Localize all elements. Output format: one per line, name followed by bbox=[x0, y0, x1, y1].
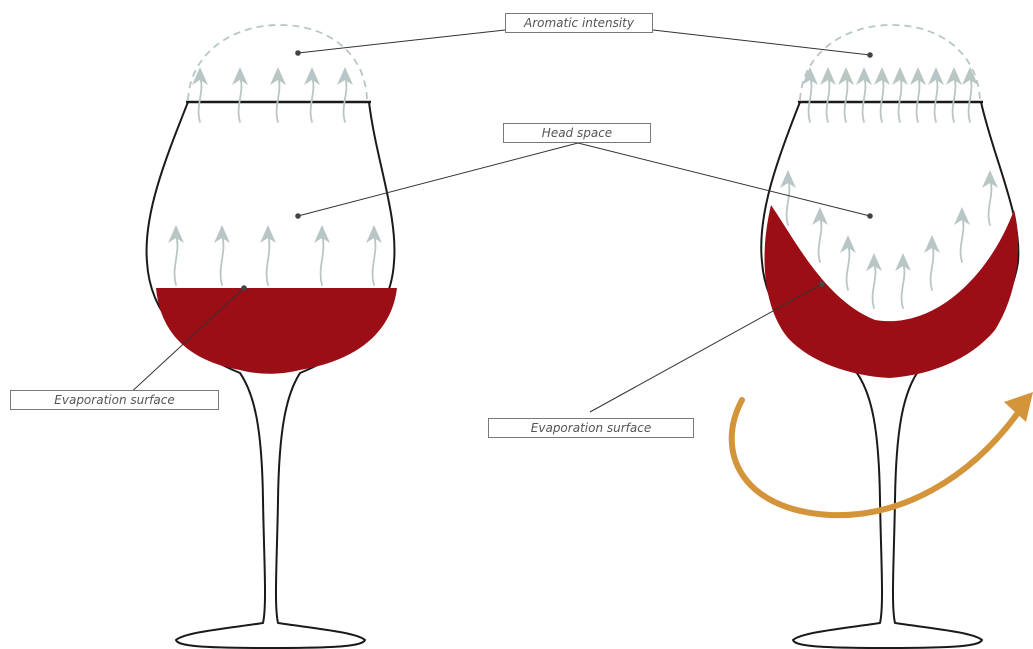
aromatic-dot-left bbox=[295, 50, 301, 56]
evaporation-surface-label-left: Evaporation surface bbox=[10, 390, 219, 410]
evaporation-dot-left bbox=[241, 285, 247, 291]
aromatic-leader-left bbox=[298, 30, 505, 53]
headspace-dot-right bbox=[867, 213, 873, 219]
aromatic-leader-right bbox=[653, 30, 870, 55]
aromatic-intensity-label: Aromatic intensity bbox=[505, 13, 653, 33]
left-glass-outline bbox=[147, 102, 395, 648]
evaporation-surface-label-right: Evaporation surface bbox=[488, 418, 694, 438]
right-wine-glass bbox=[761, 25, 1018, 648]
evaporation-dot-right bbox=[819, 281, 825, 287]
head-space-label: Head space bbox=[503, 123, 651, 143]
aromatic-dot-right bbox=[867, 52, 873, 58]
evaporation-leader-right bbox=[590, 284, 822, 412]
left-aroma-dome bbox=[188, 25, 367, 100]
right-aroma-dome bbox=[800, 25, 980, 100]
left-wine-fill bbox=[156, 288, 397, 374]
left-wine-glass bbox=[147, 25, 397, 648]
swirl-arrow-head bbox=[1004, 392, 1033, 422]
headspace-dot-left bbox=[295, 213, 301, 219]
